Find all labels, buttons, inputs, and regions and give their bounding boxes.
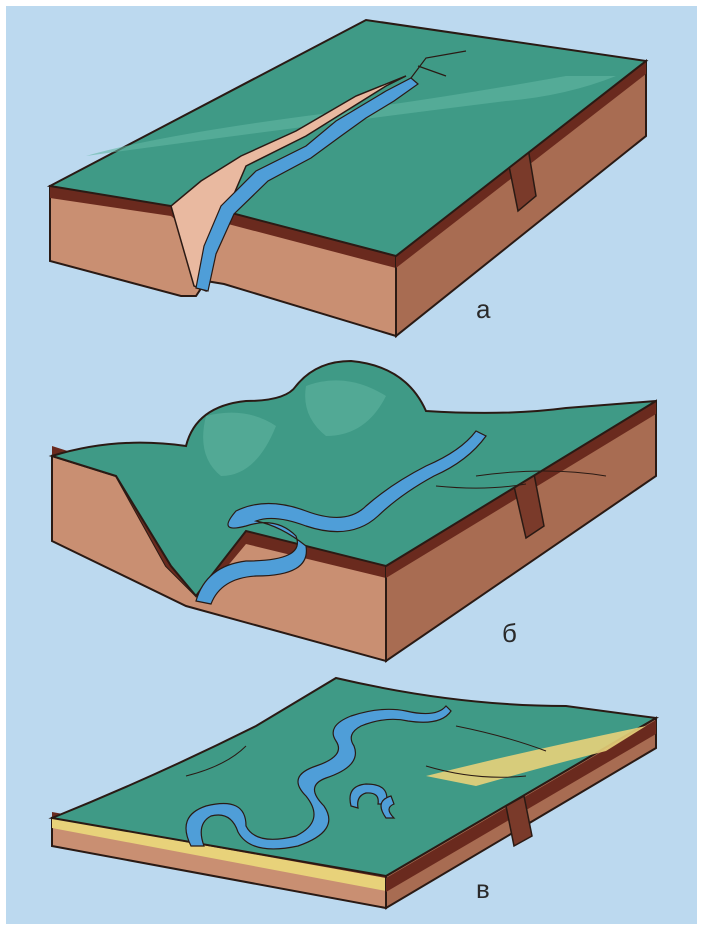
stage-c-label: в: [476, 874, 490, 905]
stage-b-label: б: [502, 618, 517, 649]
diagram-frame: а б в: [6, 6, 697, 924]
stage-c-block-diagram: [6, 6, 697, 924]
stage-a-label: а: [476, 294, 490, 325]
